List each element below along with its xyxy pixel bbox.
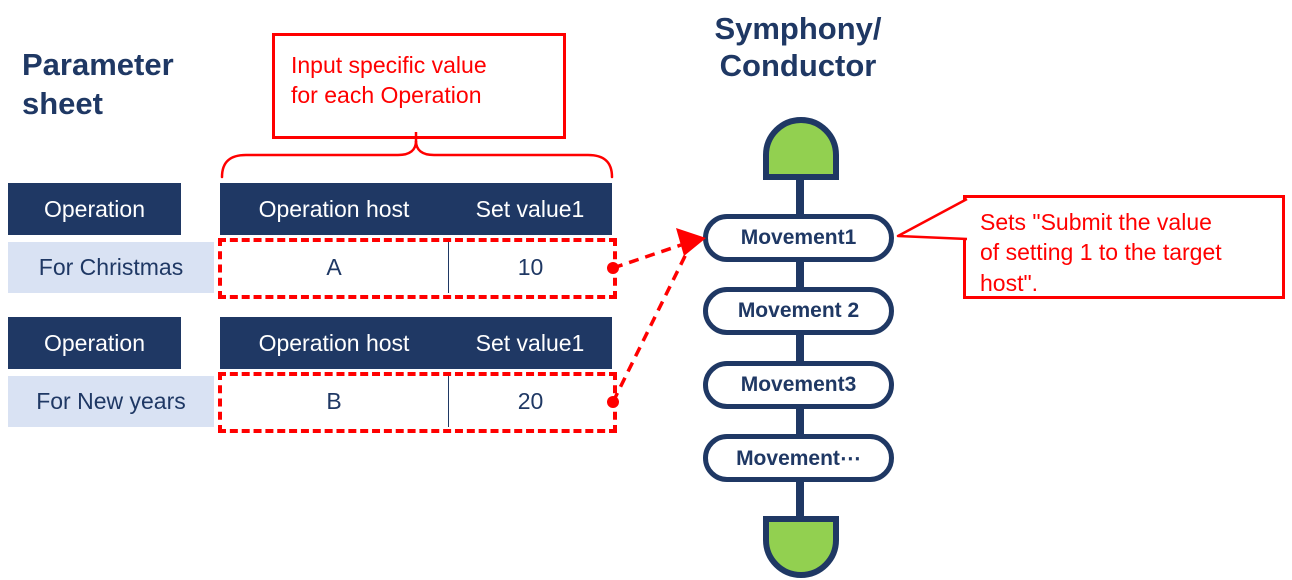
cell-operation-host: A bbox=[220, 242, 449, 293]
sets-callout-text: Sets "Submit the value of setting 1 to t… bbox=[980, 209, 1222, 296]
cell-operation-host: B bbox=[220, 376, 449, 427]
callout-pointer bbox=[896, 197, 968, 241]
flow-title: Symphony/ Conductor bbox=[653, 10, 943, 84]
parameter-table-new-years: Operation Operation host Set value1 For … bbox=[8, 317, 638, 442]
column-header-operation-host: Operation host bbox=[220, 317, 448, 369]
flow-title-line2: Conductor bbox=[719, 48, 877, 84]
column-header-operation: Operation bbox=[8, 183, 181, 235]
input-value-callout: Input specific value for each Operation bbox=[272, 33, 566, 139]
flow-node-label: Movement1 bbox=[740, 226, 857, 249]
cell-set-value1: 20 bbox=[449, 376, 612, 427]
flow-node-movement-more: Movement⋯ bbox=[703, 434, 894, 482]
highlight-dashed-box bbox=[218, 238, 617, 299]
flow-node-label: Movement 2 bbox=[737, 299, 860, 322]
highlight-dashed-box bbox=[218, 372, 617, 433]
flow-start-node bbox=[763, 117, 839, 180]
flow-node-movement2: Movement 2 bbox=[703, 287, 894, 335]
flow-connector-line bbox=[796, 148, 804, 548]
sets-callout: Sets "Submit the value of setting 1 to t… bbox=[963, 195, 1285, 299]
cell-set-value1: 10 bbox=[449, 242, 612, 293]
flow-title-line1: Symphony/ bbox=[714, 11, 882, 46]
flow-node-label: Movement3 bbox=[740, 373, 857, 396]
flow-node-movement1: Movement1 bbox=[703, 214, 894, 262]
brace-bracket bbox=[220, 140, 614, 179]
arrowhead bbox=[676, 228, 706, 256]
parameter-table-christmas: Operation Operation host Set value1 For … bbox=[8, 183, 638, 308]
cell-operation: For Christmas bbox=[8, 242, 214, 293]
input-value-callout-text: Input specific value for each Operation bbox=[291, 52, 487, 108]
column-header-set-value1: Set value1 bbox=[448, 183, 612, 235]
column-header-operation: Operation bbox=[8, 317, 181, 369]
flow-node-movement3: Movement3 bbox=[703, 361, 894, 409]
cell-operation: For New years bbox=[8, 376, 214, 427]
flow-end-node bbox=[763, 516, 839, 578]
page-title: Parameter sheet bbox=[22, 47, 174, 121]
column-header-operation-host: Operation host bbox=[220, 183, 448, 235]
column-header-set-value1: Set value1 bbox=[448, 317, 612, 369]
flow-node-label: Movement⋯ bbox=[736, 446, 861, 470]
